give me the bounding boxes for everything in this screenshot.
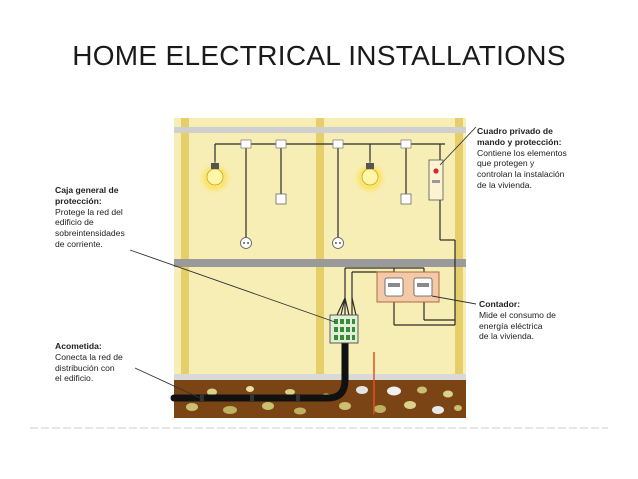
page-title: HOME ELECTRICAL INSTALLATIONS — [72, 40, 566, 71]
label-caja-title: Caja general de protección: — [55, 185, 119, 206]
label-cuadro-text: Contiene los elementos que protegen y co… — [477, 147, 567, 190]
label-acometida-text: Conecta la red de distribución con el ed… — [55, 351, 123, 384]
light-switch-left — [275, 193, 287, 205]
ceiling-slab — [174, 127, 466, 133]
ground-slab — [174, 374, 466, 380]
conduit-joints — [200, 394, 300, 402]
general-protection-box — [329, 314, 359, 344]
label-acometida-title: Acometida: — [55, 341, 102, 351]
floor-slab — [174, 259, 466, 267]
acometida-conduit — [170, 336, 349, 402]
label-cuadro-title: Cuadro privado de mando y protección: — [477, 126, 562, 147]
leader-lines — [129, 126, 477, 399]
label-cuadro: Cuadro privado de mando y protección: Co… — [477, 126, 627, 191]
light-switch-right — [400, 193, 412, 205]
label-acometida: Acometida: Conecta la red de distribució… — [55, 341, 165, 384]
light-bulb-right — [352, 160, 388, 196]
label-contador: Contador: Mide el consumo de energía elé… — [479, 299, 619, 342]
light-bulb-left — [197, 160, 233, 196]
beam-left — [181, 118, 189, 380]
power-socket-left — [240, 237, 252, 249]
meter-box — [376, 271, 440, 303]
label-contador-title: Contador: — [479, 299, 521, 309]
beam-middle — [316, 118, 324, 380]
distribution-board — [428, 159, 444, 201]
beam-right — [455, 118, 463, 380]
ceiling-junctions — [240, 139, 412, 149]
label-contador-text: Mide el consumo de energía eléctrica de … — [479, 309, 556, 342]
label-caja-text: Protege la red del edificio de sobreinte… — [55, 206, 125, 249]
power-socket-right — [332, 237, 344, 249]
label-caja: Caja general de protección: Protege la r… — [55, 185, 165, 250]
